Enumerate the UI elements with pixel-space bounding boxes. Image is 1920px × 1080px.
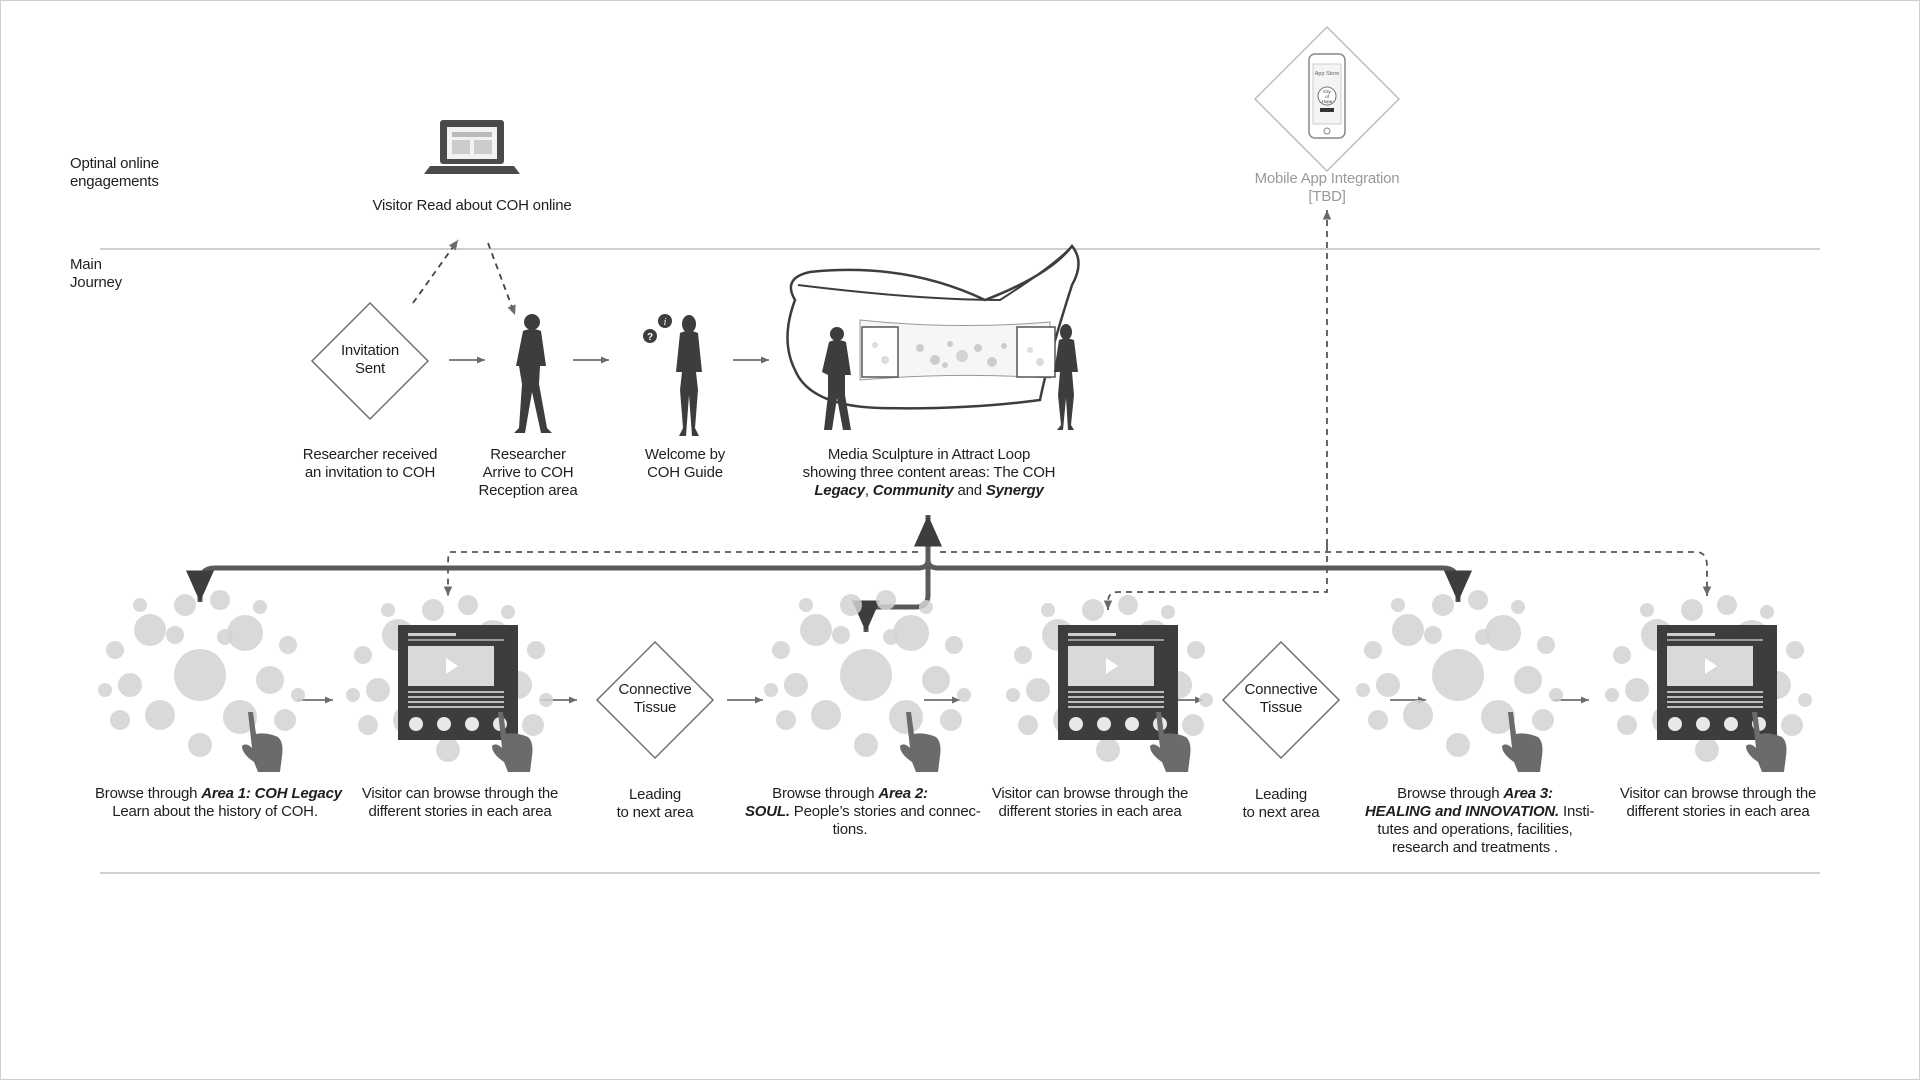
- mobile-app-diamond: [1253, 25, 1401, 173]
- pointing-hand-icon-6: [1746, 712, 1787, 772]
- woman-at-sculpture: [1054, 324, 1078, 430]
- main-section-label: Main Journey: [70, 256, 122, 291]
- svg-text:?: ?: [647, 332, 653, 343]
- researcher-silhouette: [514, 314, 552, 433]
- pointing-hand-icon-1: [242, 712, 283, 772]
- visitor-caption-1: Visitor can browse through the different…: [361, 785, 559, 820]
- media-sculpture: [786, 243, 1080, 410]
- visitor-caption-2: Visitor can browse through the different…: [991, 785, 1189, 820]
- tablet-3: [1657, 625, 1777, 740]
- arrive-caption: Researcher Arrive to COH Reception area: [478, 446, 578, 499]
- leading-caption-2: Leading to next area: [1242, 786, 1320, 821]
- laptop-caption: Visitor Read about COH online: [372, 197, 572, 214]
- svg-text:i: i: [664, 317, 667, 328]
- question-icon: ?: [643, 329, 657, 343]
- leading-caption-1: Leading to next area: [616, 786, 694, 821]
- pointing-hand-icon-5: [1502, 712, 1543, 772]
- connective-diamond-1: [595, 640, 715, 760]
- bubble-cluster-3: [764, 590, 971, 757]
- guide-silhouette: [676, 315, 702, 436]
- app-badge-line3: Hope: [1322, 99, 1333, 104]
- invitation-caption: Researcher received an invitation to COH: [302, 446, 438, 481]
- visitor-caption-3: Visitor can browse through the different…: [1619, 785, 1817, 820]
- tablet-2: [1058, 625, 1178, 740]
- visitor-at-sculpture: [822, 327, 851, 430]
- app-badge-line2: of: [1325, 94, 1330, 99]
- area2-caption: Browse through Area 2: SOUL. People’s st…: [745, 785, 981, 838]
- bubble-cluster-1: [98, 590, 305, 757]
- connective-text-1: Connective Tissue: [618, 681, 692, 716]
- invitation-diamond: [310, 301, 430, 421]
- area3-caption: Browse through Area 3: HEALING and INNOV…: [1365, 785, 1595, 856]
- pointing-hand-icon-3: [900, 712, 941, 772]
- dashed-arrow-from-laptop: [487, 242, 516, 316]
- distribution-arrows: [186, 210, 1712, 632]
- pointing-hand-icon-4: [1150, 712, 1191, 772]
- invitation-diamond-text: Invitation Sent: [340, 342, 400, 377]
- connective-diamond-2: [1221, 640, 1341, 760]
- sculpture-caption: Media Sculpture in Attract Loop showing …: [802, 446, 1056, 499]
- area1-caption: Browse through Area 1: COH Legacy Learn …: [95, 785, 342, 820]
- laptop-icon: [424, 120, 520, 174]
- dashed-arrow-to-laptop: [412, 239, 459, 304]
- bubble-cluster-5: [1356, 590, 1563, 757]
- online-section-label: Optinal online engagements: [70, 155, 159, 190]
- info-icon: i: [658, 314, 672, 328]
- welcome-caption: Welcome by COH Guide: [644, 446, 726, 481]
- app-store-text: App Store: [1315, 71, 1339, 77]
- app-badge-line1: City: [1323, 89, 1331, 94]
- connective-text-2: Connective Tissue: [1244, 681, 1318, 716]
- tablet-1: [398, 625, 518, 740]
- mobile-caption: Mobile App Integration [TBD]: [1254, 170, 1400, 205]
- pointing-hand-icon-2: [492, 712, 533, 772]
